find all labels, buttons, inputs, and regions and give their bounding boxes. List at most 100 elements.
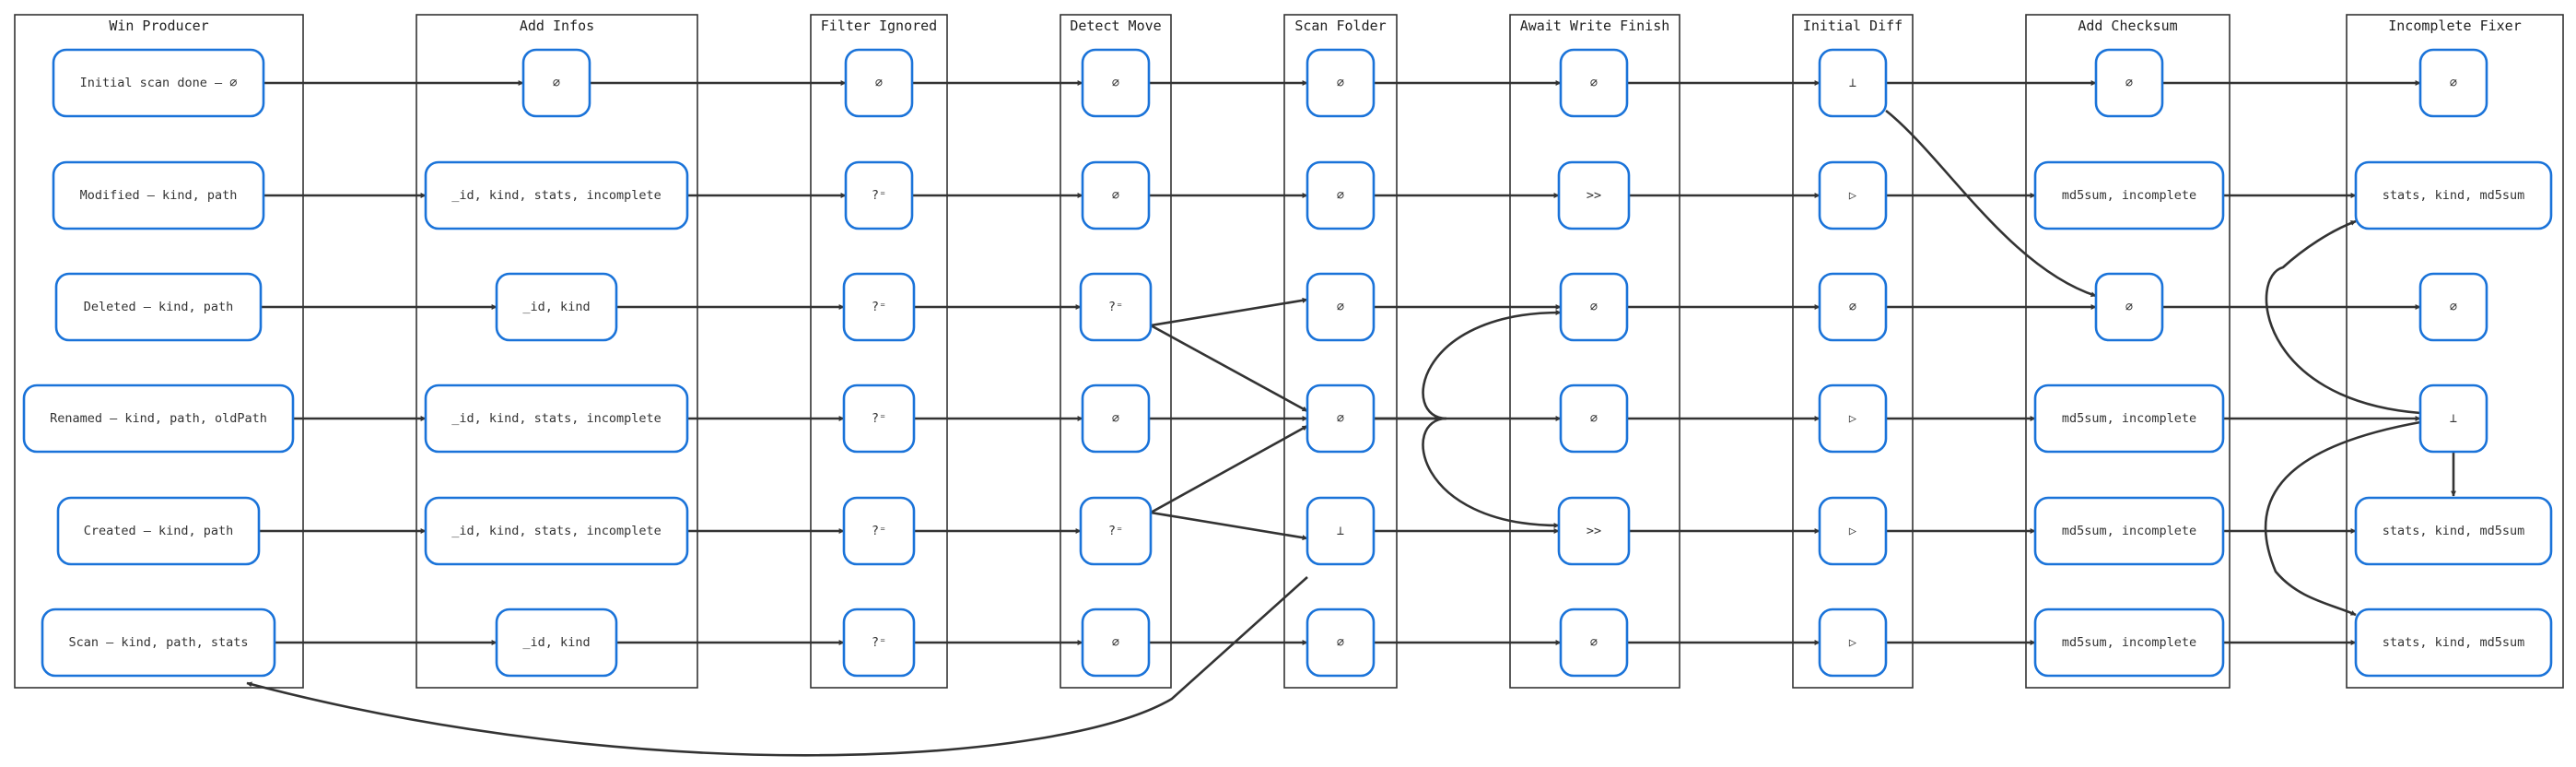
node-label: md5sum, incomplete [2062,524,2196,538]
lane-title: Incomplete Fixer [2388,18,2522,34]
lane-box [2346,14,2564,689]
node-aw2: ∅ [1559,272,1629,342]
node-label: ∅ [2125,300,2133,314]
node-box [2033,384,2225,454]
node-f5: ?⁼ [842,608,916,678]
node-box [495,608,618,678]
node-box [1079,496,1153,566]
node-box [1559,272,1629,342]
lane-title: Scan Folder [1294,18,1386,34]
node-x0: ∅ [2418,48,2488,118]
node-label: ∅ [1112,411,1119,426]
node-label: stats, kind, md5sum [2383,524,2524,538]
node-label: Created – kind, path [84,524,234,538]
lane-title: Add Infos [520,18,594,34]
node-label: ∅ [1590,635,1598,650]
lane-title: Add Checksum [2078,18,2177,34]
node-box [1818,496,1888,566]
node-box [1306,160,1376,230]
lane-add-infos: Add Infos [416,14,698,689]
edge-d2-to-s3 [1150,324,1308,413]
node-x3: ⊥ [2418,384,2488,454]
edge-x3-to-x1 [2265,219,2421,415]
node-box [844,160,914,230]
node-box [1818,384,1888,454]
node-box [1081,608,1151,678]
node-c0: ∅ [2094,48,2164,118]
node-f1: ?⁼ [844,160,914,230]
edge-d2-to-s2 [1150,297,1308,327]
node-box [2354,496,2553,566]
node-aw1: >> [1557,160,1631,230]
node-f4: ?⁼ [842,496,916,566]
node-box [41,608,276,678]
node-box [1559,48,1629,118]
node-label: ∅ [1112,76,1119,90]
node-label: ∅ [2125,76,2133,90]
node-s5: ∅ [1306,608,1376,678]
node-label: Deleted – kind, path [84,300,234,314]
node-label: ?⁼ [1108,524,1123,538]
node-i1: ▷ [1818,160,1888,230]
node-box [424,496,689,566]
node-aw3: ∅ [1559,384,1629,454]
node-label: ∅ [1337,188,1344,203]
node-x5: stats, kind, md5sum [2354,608,2553,678]
node-label: ∅ [1337,300,1344,314]
node-d5: ∅ [1081,608,1151,678]
node-aw5: ∅ [1559,608,1629,678]
node-label: ⊥ [2450,411,2457,426]
node-box [2033,608,2225,678]
node-d1: ∅ [1081,160,1151,230]
node-box [2094,48,2164,118]
node-label: ∅ [1337,635,1344,650]
node-label: Modified – kind, path [80,188,238,203]
node-a4: _id, kind, stats, incomplete [424,496,689,566]
node-box [424,384,689,454]
node-box [52,48,265,118]
node-box [842,384,916,454]
node-label: _id, kind [522,300,590,314]
node-box [2033,496,2225,566]
node-x1: stats, kind, md5sum [2354,160,2553,230]
node-label: Renamed – kind, path, oldPath [50,411,267,426]
node-d0: ∅ [1081,48,1151,118]
node-i4: ▷ [1818,496,1888,566]
node-box [2418,272,2488,342]
node-box [1818,160,1888,230]
node-s1: ∅ [1306,160,1376,230]
node-box [1306,608,1376,678]
node-s4: ⊥ [1306,496,1376,566]
node-f3: ?⁼ [842,384,916,454]
node-d2: ?⁼ [1079,272,1153,342]
node-i5: ▷ [1818,608,1888,678]
node-box [842,496,916,566]
lane-box [1283,14,1398,689]
node-label: ⊥ [1849,76,1856,90]
node-box [1306,384,1376,454]
node-box [2094,272,2164,342]
node-label: ∅ [2450,76,2457,90]
node-label: _id, kind, stats, incomplete [451,524,662,538]
node-s2: ∅ [1306,272,1376,342]
node-label: _id, kind, stats, incomplete [451,188,662,203]
node-box [844,48,914,118]
node-f0: ∅ [844,48,914,118]
edge-i0-to-c2 [1885,109,2097,298]
node-label: ∅ [1590,76,1598,90]
node-d4: ?⁼ [1079,496,1153,566]
edge-x3-to-x5 [2264,420,2421,617]
lane-detect-move: Detect Move [1060,14,1172,689]
node-box [1818,608,1888,678]
lane-box [416,14,698,689]
node-w2: Deleted – kind, path [54,272,263,342]
lane-box [1509,14,1680,689]
lane-title: Detect Move [1070,18,1161,34]
node-label: md5sum, incomplete [2062,635,2196,650]
node-label: md5sum, incomplete [2062,188,2196,203]
lane-title: Initial Diff [1803,18,1903,34]
node-label: >> [1587,188,1601,203]
node-label: _id, kind [522,635,590,650]
node-box [56,496,261,566]
node-aw0: ∅ [1559,48,1629,118]
